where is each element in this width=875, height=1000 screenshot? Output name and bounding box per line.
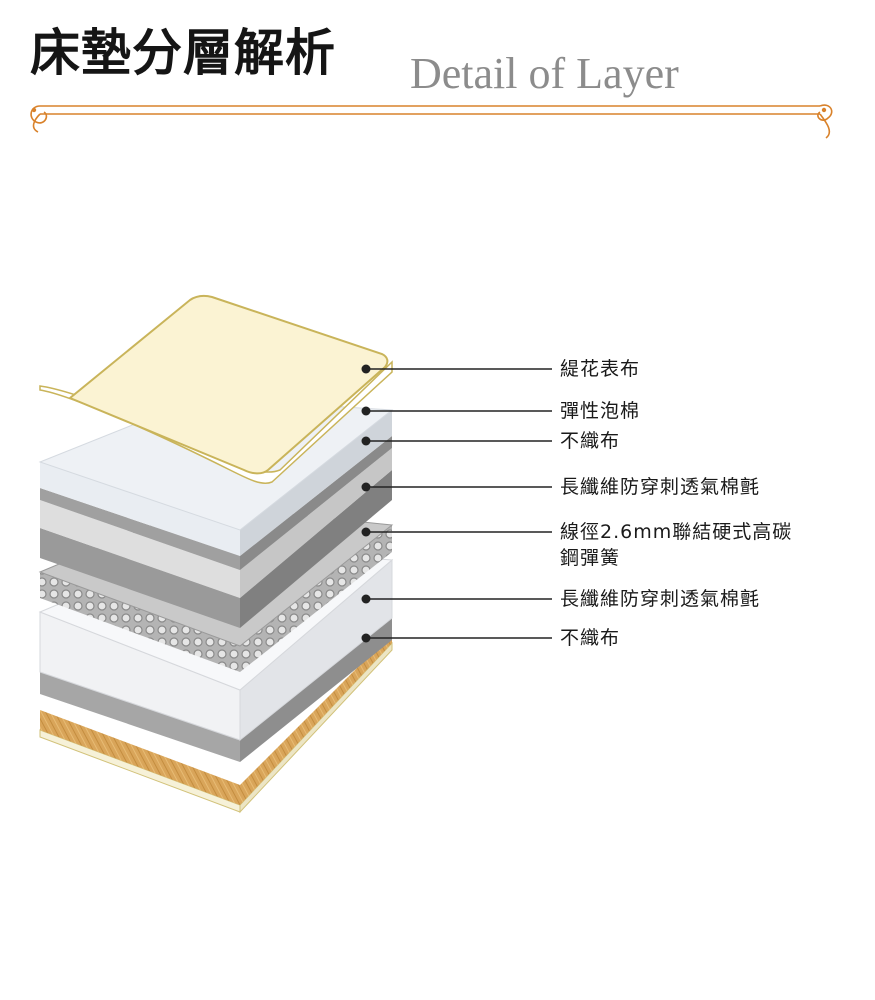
layer-label-foam: 彈性泡棉 xyxy=(560,400,641,422)
layer-label-non-woven-bottom: 不織布 xyxy=(560,627,621,649)
leader-dots xyxy=(361,364,371,643)
layer-upper-felt xyxy=(40,436,392,628)
page-subtitle: Detail of Layer xyxy=(410,49,679,98)
decorative-rule xyxy=(30,104,833,139)
layer-lower-gray xyxy=(40,618,392,762)
layer-label-non-woven-top: 不織布 xyxy=(560,430,621,452)
leader-lines xyxy=(366,368,552,639)
page-title: 床墊分層解析 xyxy=(30,24,336,82)
layer-label-felt-bottom: 長纖維防穿刺透氣棉氈 xyxy=(560,588,761,610)
layer-label-spring: 線徑2.6mm聯結硬式高碳 鋼彈簧 xyxy=(560,521,793,569)
layer-label-jacquard: 緹花表布 xyxy=(560,358,641,380)
layer-label-felt-top: 長纖維防穿刺透氣棉氈 xyxy=(560,476,761,498)
layer-jacquard-fabric xyxy=(39,295,393,484)
layer-bottom-non-woven xyxy=(39,633,393,814)
